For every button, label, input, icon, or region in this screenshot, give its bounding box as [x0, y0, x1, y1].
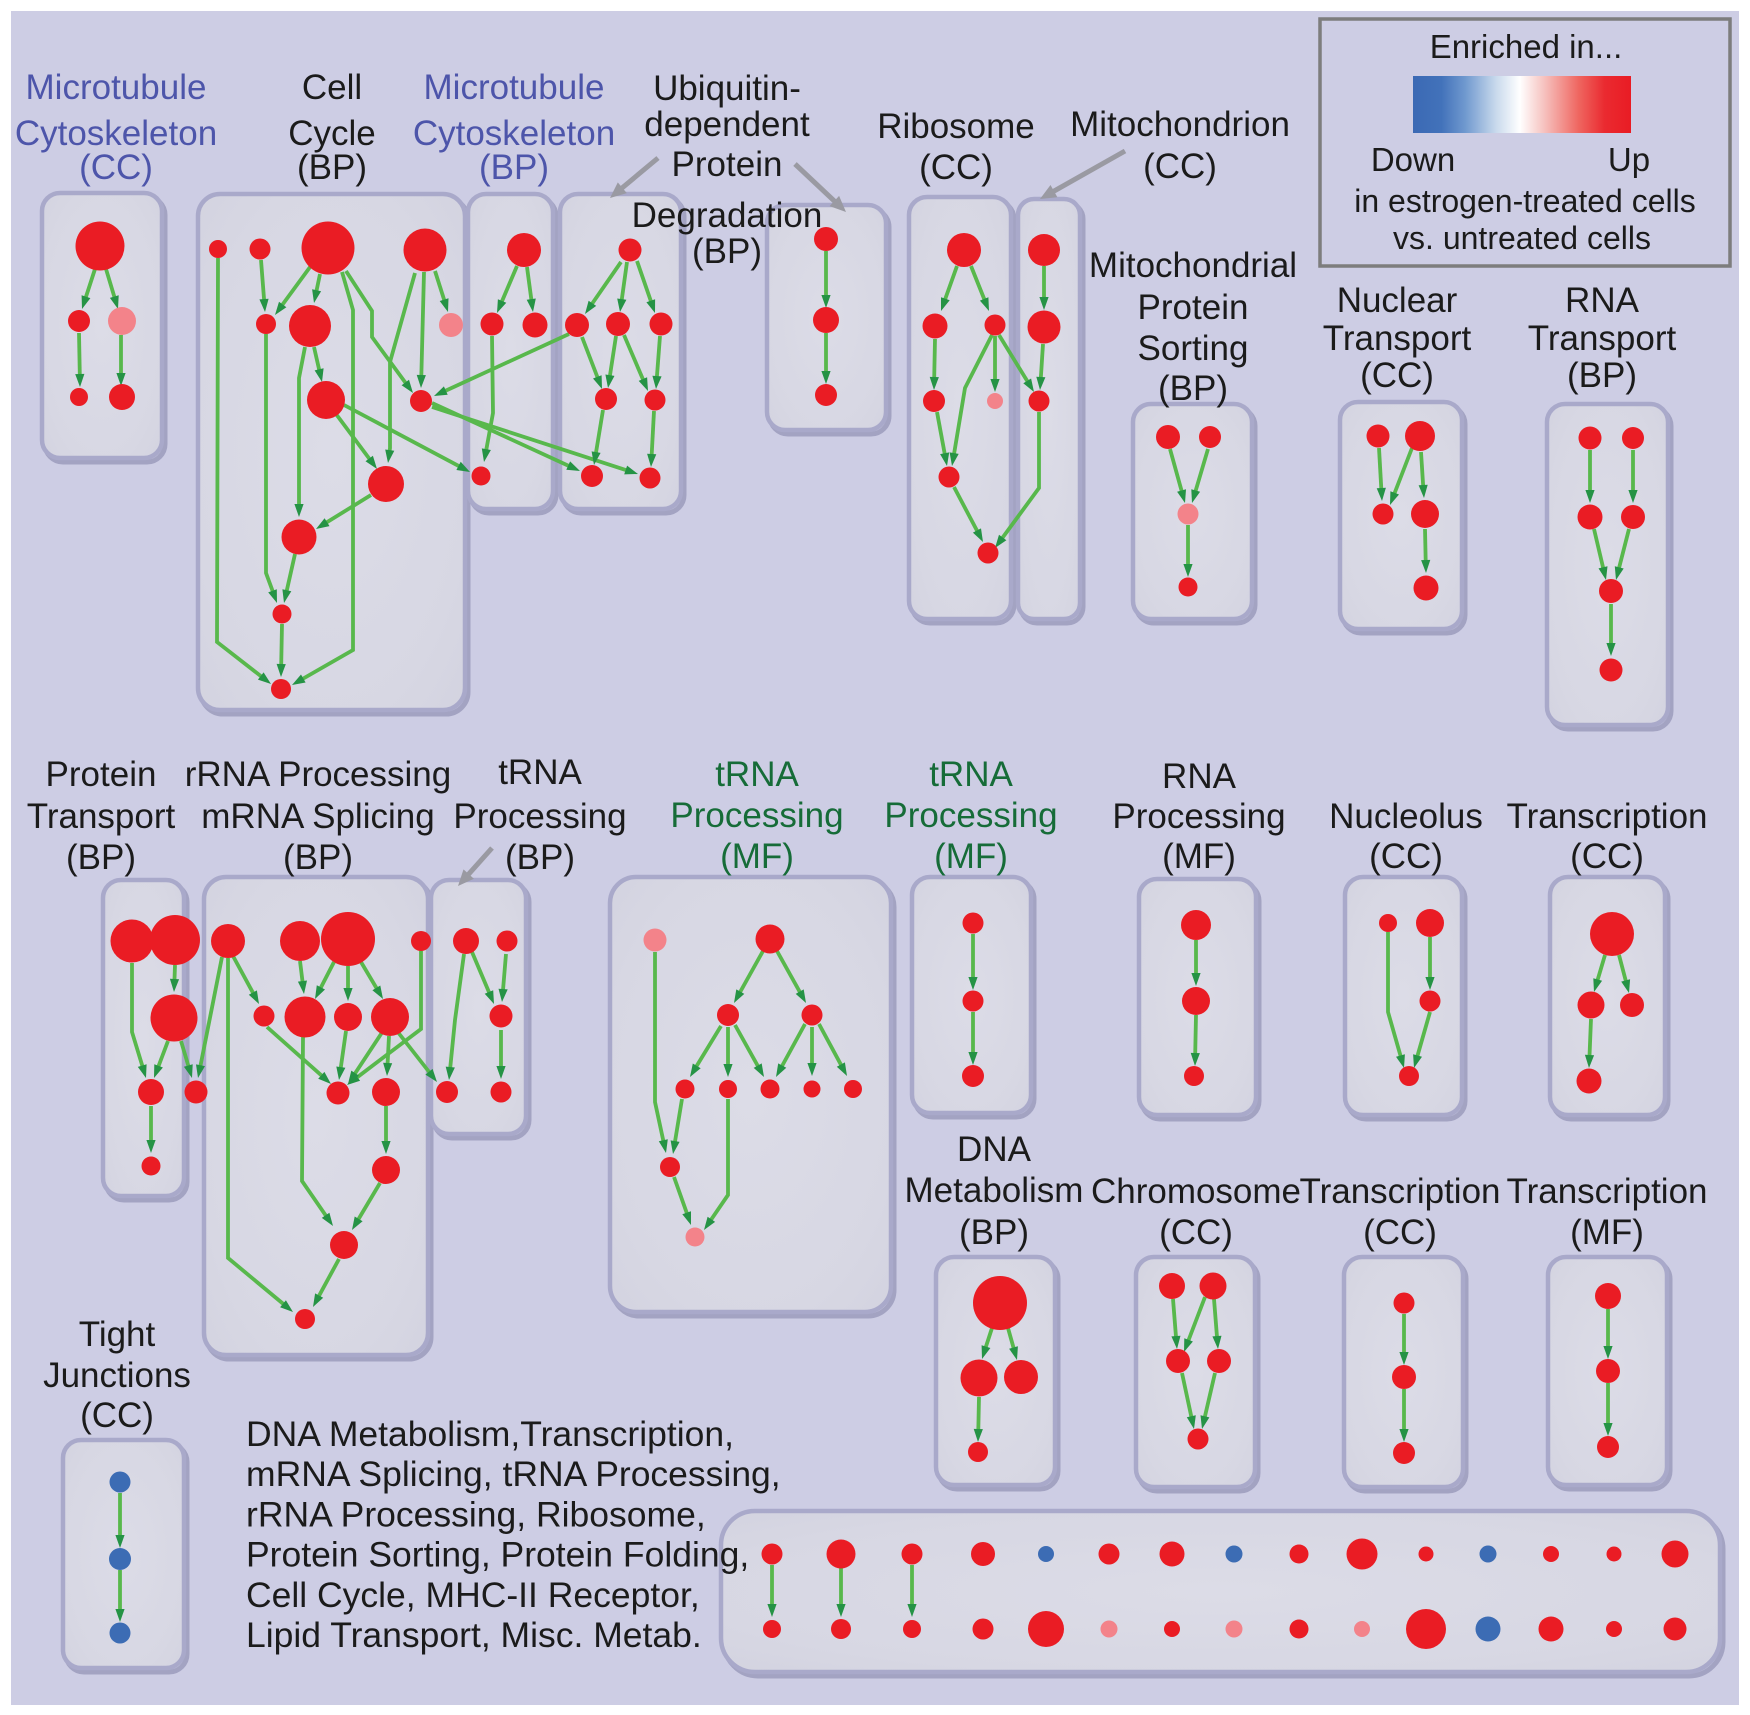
svg-text:Processing: Processing [453, 797, 626, 836]
svg-text:(BP): (BP) [959, 1213, 1029, 1252]
svg-text:RNA: RNA [1565, 281, 1640, 320]
svg-text:(BP): (BP) [479, 148, 549, 187]
svg-text:Metabolism: Metabolism [905, 1171, 1084, 1210]
svg-text:Nuclear: Nuclear [1337, 281, 1458, 320]
svg-text:(BP): (BP) [692, 232, 762, 271]
svg-text:Nucleolus: Nucleolus [1329, 797, 1483, 836]
svg-text:Cytoskeleton: Cytoskeleton [413, 114, 615, 153]
svg-text:Protein: Protein [1138, 288, 1249, 327]
svg-text:Enriched in...: Enriched in... [1430, 28, 1623, 65]
svg-text:(BP): (BP) [1158, 369, 1228, 408]
svg-text:tRNA: tRNA [498, 753, 582, 792]
svg-text:(BP): (BP) [1567, 356, 1637, 395]
svg-text:Sorting: Sorting [1138, 329, 1249, 368]
svg-text:Mitochondrial: Mitochondrial [1089, 246, 1297, 285]
svg-text:(MF): (MF) [720, 837, 794, 876]
svg-text:Degradation: Degradation [632, 196, 823, 235]
svg-text:Transcription: Transcription [1507, 797, 1708, 836]
svg-text:Transcription: Transcription [1507, 1172, 1708, 1211]
svg-text:Processing: Processing [1112, 797, 1285, 836]
svg-text:Cell: Cell [302, 68, 362, 107]
svg-text:Ubiquitin-: Ubiquitin- [653, 69, 801, 108]
svg-text:(CC): (CC) [79, 148, 153, 187]
svg-text:tRNA: tRNA [715, 755, 799, 794]
svg-text:(CC): (CC) [1159, 1213, 1233, 1252]
svg-text:Down: Down [1371, 141, 1455, 178]
svg-text:Lipid Transport, Misc. Metab.: Lipid Transport, Misc. Metab. [246, 1615, 702, 1655]
svg-text:in estrogen-treated cells: in estrogen-treated cells [1354, 183, 1696, 219]
svg-text:Tight: Tight [79, 1315, 156, 1354]
svg-text:dependent: dependent [644, 105, 810, 144]
svg-text:(CC): (CC) [1369, 837, 1443, 876]
svg-text:Microtubule: Microtubule [26, 68, 207, 107]
svg-text:vs. untreated cells: vs. untreated cells [1393, 220, 1651, 256]
svg-text:Processing: Processing [670, 796, 843, 835]
svg-text:DNA: DNA [957, 1130, 1032, 1169]
svg-text:(BP): (BP) [297, 148, 367, 187]
svg-text:Up: Up [1608, 141, 1650, 178]
svg-text:Transcription: Transcription [1300, 1172, 1501, 1211]
svg-text:(MF): (MF) [1162, 837, 1236, 876]
svg-text:DNA Metabolism,Transcription,: DNA Metabolism,Transcription, [246, 1414, 734, 1454]
svg-text:(CC): (CC) [1360, 356, 1434, 395]
svg-text:(BP): (BP) [66, 838, 136, 877]
svg-text:(BP): (BP) [283, 838, 353, 877]
svg-text:tRNA: tRNA [929, 755, 1013, 794]
svg-text:rRNA Processing, Ribosome,: rRNA Processing, Ribosome, [246, 1494, 706, 1534]
svg-text:Ribosome: Ribosome [877, 107, 1035, 146]
svg-text:Cell Cycle, MHC-II Receptor,: Cell Cycle, MHC-II Receptor, [246, 1575, 700, 1615]
svg-text:(CC): (CC) [1363, 1213, 1437, 1252]
svg-text:(CC): (CC) [919, 148, 993, 187]
svg-text:rRNA Processing: rRNA Processing [185, 755, 451, 794]
svg-text:(CC): (CC) [1570, 837, 1644, 876]
svg-text:Microtubule: Microtubule [424, 68, 605, 107]
svg-text:Junctions: Junctions [43, 1356, 191, 1395]
svg-text:Cytoskeleton: Cytoskeleton [15, 114, 217, 153]
svg-text:(CC): (CC) [1143, 147, 1217, 186]
svg-text:Transport: Transport [27, 797, 176, 836]
svg-text:mRNA Splicing, tRNA Processing: mRNA Splicing, tRNA Processing, [246, 1454, 781, 1494]
svg-text:(MF): (MF) [934, 837, 1008, 876]
svg-text:Cycle: Cycle [288, 114, 376, 153]
svg-text:Transport: Transport [1323, 319, 1472, 358]
svg-text:(CC): (CC) [80, 1396, 154, 1435]
svg-text:Transport: Transport [1528, 319, 1677, 358]
svg-text:Protein Sorting, Protein Foldi: Protein Sorting, Protein Folding, [246, 1535, 749, 1575]
svg-text:Processing: Processing [884, 796, 1057, 835]
svg-text:Protein: Protein [46, 755, 157, 794]
svg-text:Mitochondrion: Mitochondrion [1070, 105, 1290, 144]
svg-text:(BP): (BP) [505, 838, 575, 877]
svg-text:mRNA Splicing: mRNA Splicing [201, 797, 434, 836]
svg-text:Chromosome: Chromosome [1091, 1172, 1301, 1211]
svg-text:RNA: RNA [1162, 757, 1237, 796]
svg-text:Protein: Protein [672, 145, 783, 184]
svg-text:(MF): (MF) [1570, 1213, 1644, 1252]
